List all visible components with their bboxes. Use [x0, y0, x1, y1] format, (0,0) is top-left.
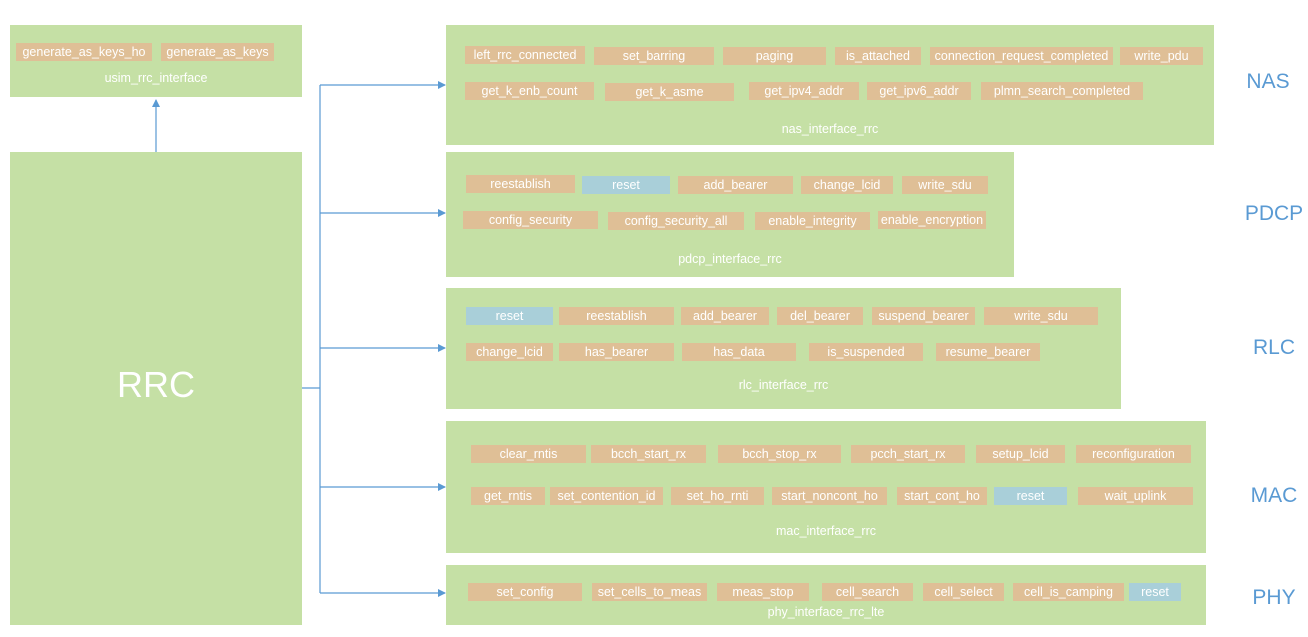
- method-set-contention-id: set_contention_id: [550, 487, 663, 505]
- method-left-rrc-connected: left_rrc_connected: [465, 46, 585, 64]
- method-reset: reset: [582, 176, 670, 194]
- layer-label-pdcp: PDCP: [1244, 202, 1304, 225]
- method-get-rntis: get_rntis: [471, 487, 545, 505]
- method-get-k-asme: get_k_asme: [605, 83, 734, 101]
- usim-interface-box: generate_as_keys_ho generate_as_keys usi…: [10, 25, 302, 97]
- method-generate-as-keys: generate_as_keys: [161, 43, 274, 61]
- method-bcch-stop-rx: bcch_stop_rx: [718, 445, 841, 463]
- pdcp-interface-box: reestablish reset add_bearer change_lcid…: [446, 152, 1014, 277]
- interface-name: nas_interface_rrc: [781, 122, 879, 136]
- nas-interface-box: left_rrc_connected set_barring paging is…: [446, 25, 1214, 145]
- method-plmn-search-completed: plmn_search_completed: [981, 82, 1143, 100]
- method-set-config: set_config: [468, 583, 582, 601]
- method-suspend-bearer: suspend_bearer: [872, 307, 975, 325]
- method-set-ho-rnti: set_ho_rnti: [671, 487, 764, 505]
- method-write-sdu: write_sdu: [984, 307, 1098, 325]
- method-cell-select: cell_select: [923, 583, 1004, 601]
- method-reset: reset: [466, 307, 553, 325]
- method-write-sdu: write_sdu: [902, 176, 988, 194]
- method-change-lcid: change_lcid: [801, 176, 893, 194]
- method-write-pdu: write_pdu: [1120, 47, 1203, 65]
- method-reset: reset: [994, 487, 1067, 505]
- method-add-bearer: add_bearer: [681, 307, 769, 325]
- method-set-cells-to-meas: set_cells_to_meas: [592, 583, 707, 601]
- method-change-lcid: change_lcid: [466, 343, 553, 361]
- method-pcch-start-rx: pcch_start_rx: [851, 445, 965, 463]
- method-set-barring: set_barring: [594, 47, 714, 65]
- method-cell-is-camping: cell_is_camping: [1013, 583, 1124, 601]
- method-bcch-start-rx: bcch_start_rx: [591, 445, 706, 463]
- interface-name: rlc_interface_rrc: [738, 378, 829, 392]
- method-config-security-all: config_security_all: [608, 212, 744, 230]
- rrc-label: RRC: [117, 364, 195, 405]
- phy-interface-box: set_config set_cells_to_meas meas_stop c…: [446, 565, 1206, 625]
- interface-name: pdcp_interface_rrc: [678, 252, 782, 266]
- method-is-attached: is_attached: [835, 47, 921, 65]
- method-get-k-enb-count: get_k_enb_count: [465, 82, 594, 100]
- method-generate-as-keys-ho: generate_as_keys_ho: [16, 43, 152, 61]
- layer-label-phy: PHY: [1252, 586, 1296, 609]
- method-reconfiguration: reconfiguration: [1076, 445, 1191, 463]
- interface-name: mac_interface_rrc: [775, 524, 877, 538]
- method-setup-lcid: setup_lcid: [976, 445, 1065, 463]
- method-config-security: config_security: [463, 211, 598, 229]
- rlc-interface-box: reset reestablish add_bearer del_bearer …: [446, 288, 1121, 409]
- layer-label-mac: MAC: [1250, 484, 1298, 507]
- method-meas-stop: meas_stop: [717, 583, 809, 601]
- layer-label-rlc: RLC: [1252, 336, 1295, 359]
- method-has-bearer: has_bearer: [559, 343, 674, 361]
- method-cell-search: cell_search: [822, 583, 913, 601]
- method-add-bearer: add_bearer: [678, 176, 793, 194]
- method-del-bearer: del_bearer: [777, 307, 863, 325]
- method-paging: paging: [723, 47, 826, 65]
- method-reestablish: reestablish: [466, 175, 575, 193]
- method-resume-bearer: resume_bearer: [936, 343, 1040, 361]
- method-clear-rntis: clear_rntis: [471, 445, 586, 463]
- interface-name: usim_rrc_interface: [104, 71, 208, 85]
- method-wait-uplink: wait_uplink: [1078, 487, 1193, 505]
- method-has-data: has_data: [682, 343, 796, 361]
- mac-interface-box: clear_rntis bcch_start_rx bcch_stop_rx p…: [446, 421, 1206, 553]
- interface-name: phy_interface_rrc_lte: [767, 605, 885, 619]
- method-reset: reset: [1129, 583, 1181, 601]
- method-get-ipv4-addr: get_ipv4_addr: [749, 82, 859, 100]
- method-enable-integrity: enable_integrity: [755, 212, 870, 230]
- layer-label-nas: NAS: [1246, 70, 1290, 93]
- method-start-cont-ho: start_cont_ho: [897, 487, 987, 505]
- method-is-suspended: is_suspended: [809, 343, 923, 361]
- rrc-box: RRC: [10, 152, 302, 625]
- method-get-ipv6-addr: get_ipv6_addr: [867, 82, 971, 100]
- method-reestablish: reestablish: [559, 307, 674, 325]
- method-enable-encryption: enable_encryption: [878, 211, 986, 229]
- method-start-noncont-ho: start_noncont_ho: [772, 487, 887, 505]
- method-connection-request-completed: connection_request_completed: [930, 47, 1113, 65]
